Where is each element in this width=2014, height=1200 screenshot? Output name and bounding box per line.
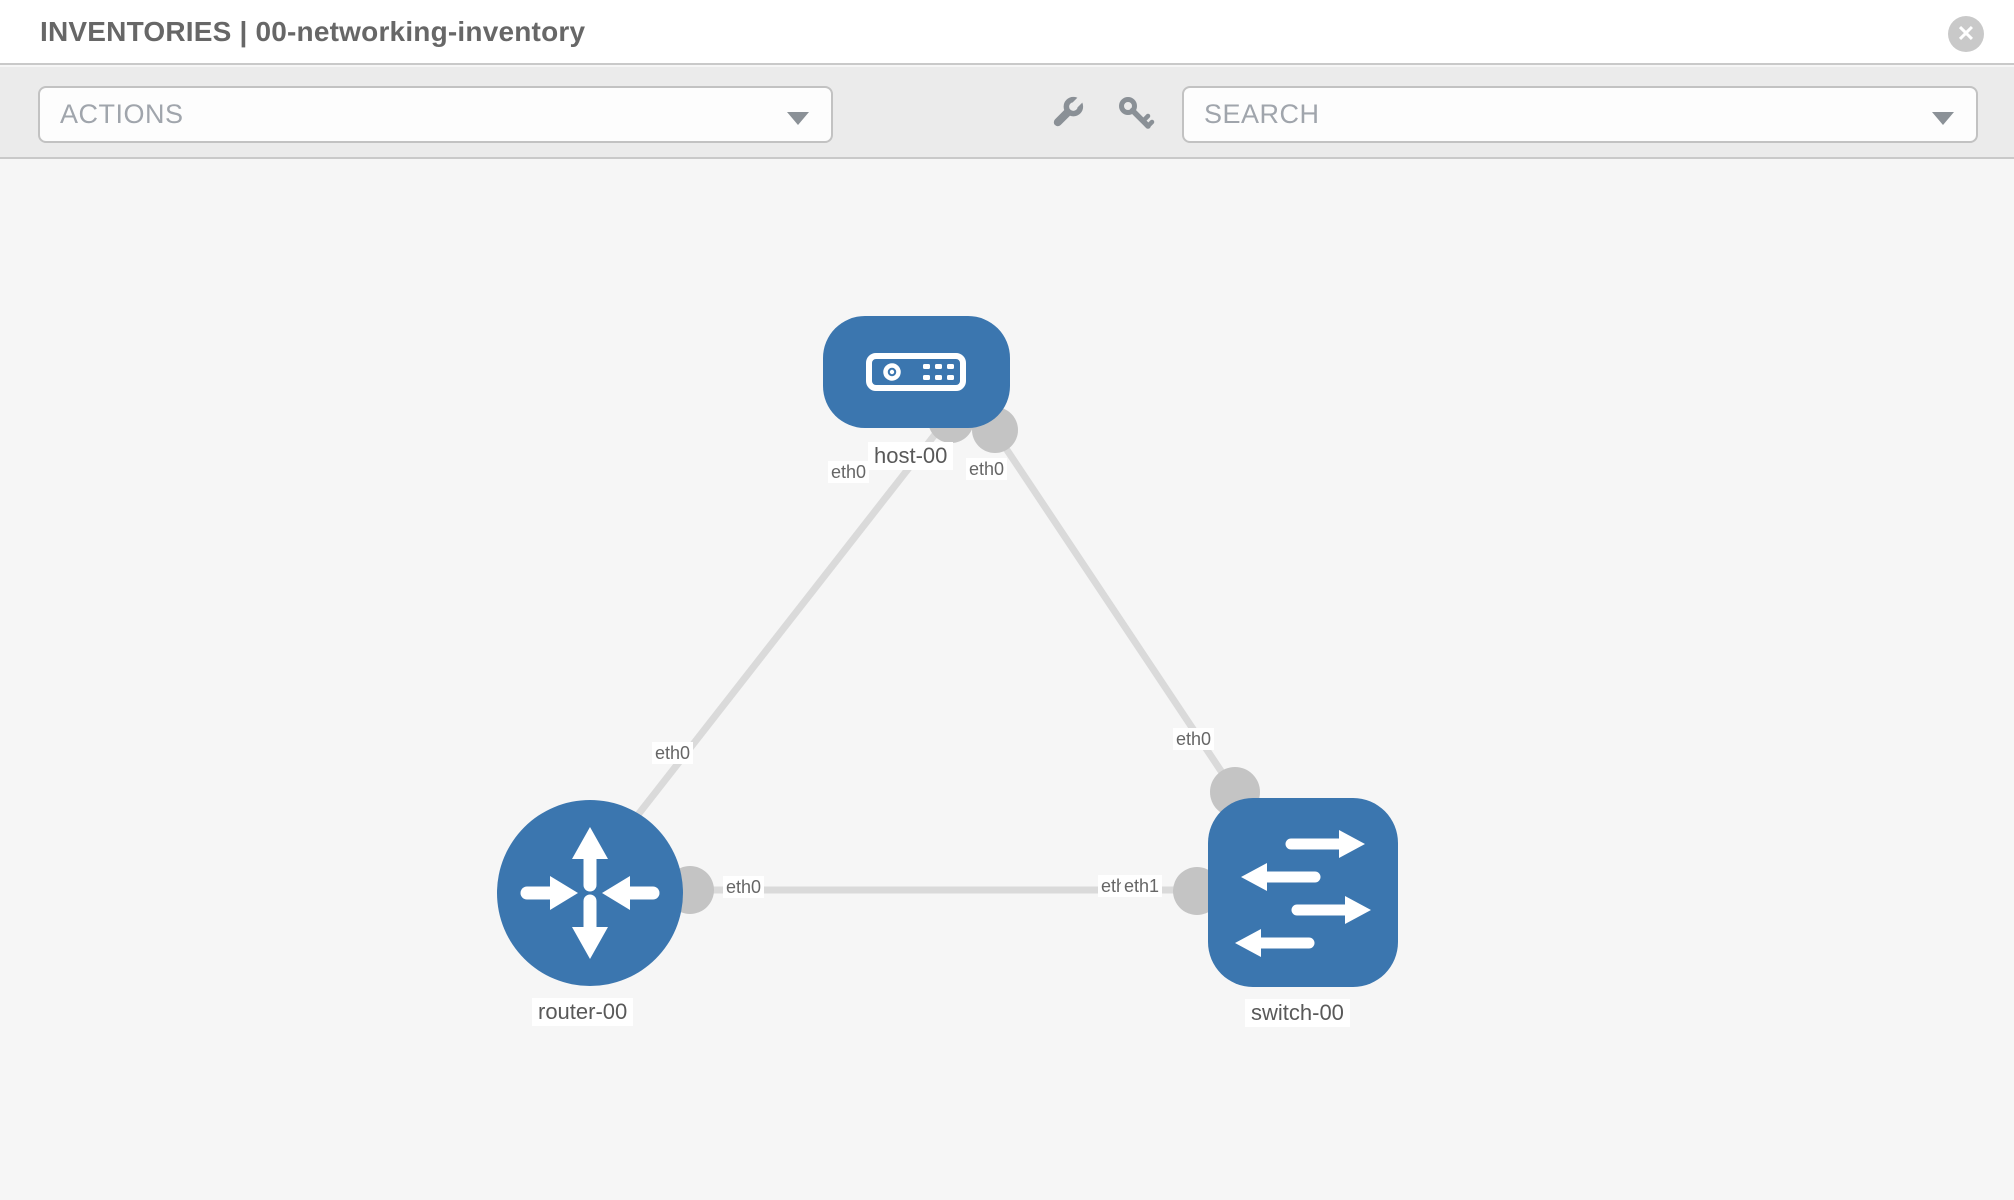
node-switch-00[interactable] (1208, 798, 1398, 987)
wrench-icon[interactable] (1047, 93, 1087, 133)
switch-arrows-icon (1235, 830, 1371, 957)
actions-dropdown[interactable]: ACTIONS (38, 86, 833, 143)
topology-canvas[interactable]: eth0 eth0 eth0 eth0 eth0 eth0 eth1 host-… (0, 159, 2014, 1200)
link-lines (627, 411, 1250, 894)
node-router-00[interactable] (497, 800, 683, 986)
node-label-host: host-00 (868, 442, 954, 470)
header-bar: INVENTORIES | 00-networking-inventory ✕ (0, 0, 2014, 65)
host-device-icon (866, 353, 966, 391)
interface-label: eth0 (723, 876, 765, 898)
router-arrows-icon (520, 827, 660, 959)
interface-label: eth1 (1121, 875, 1163, 897)
node-host-00[interactable] (823, 316, 1010, 428)
search-placeholder: SEARCH (1204, 99, 1320, 129)
search-input[interactable]: SEARCH (1182, 86, 1978, 143)
node-label-switch: switch-00 (1245, 999, 1350, 1027)
actions-dropdown-label: ACTIONS (60, 99, 184, 129)
interface-label: eth0 (1173, 728, 1215, 750)
interface-label: eth0 (652, 742, 694, 764)
chevron-down-icon (1932, 112, 1954, 125)
toolbar: ACTIONS SEARCH (0, 67, 2014, 159)
topology-svg (497, 316, 1398, 987)
interface-label: eth0 (828, 461, 870, 483)
link-endpoints (666, 397, 1260, 915)
close-icon[interactable]: ✕ (1948, 16, 1984, 52)
node-label-router: router-00 (532, 998, 634, 1026)
page-title: INVENTORIES | 00-networking-inventory (40, 16, 586, 47)
interface-label: eth0 (966, 458, 1008, 480)
chevron-down-icon (787, 112, 809, 125)
key-icon[interactable] (1115, 93, 1155, 133)
